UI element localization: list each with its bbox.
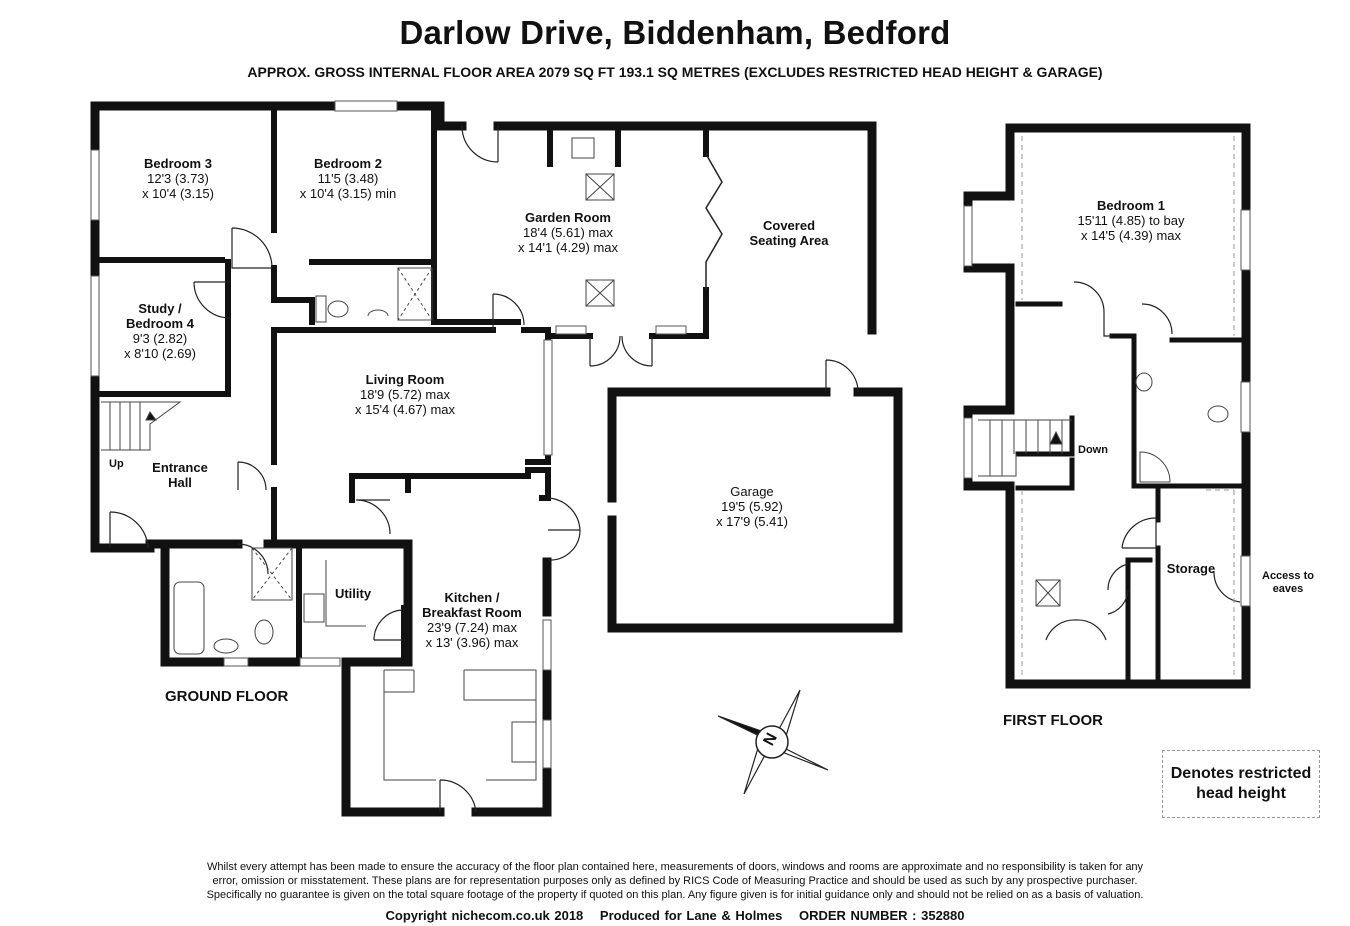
room-bedroom-3: Bedroom 3 12'3 (3.73) x 10'4 (3.15) xyxy=(142,156,214,201)
compass-rose xyxy=(717,689,829,795)
stairs-up-label: Up xyxy=(109,458,124,470)
room-covered-seating-area: Covered Seating Area xyxy=(749,218,829,248)
room-utility: Utility xyxy=(334,586,372,601)
copyright-line: Copyright nichecom.co.uk 2018 Produced f… xyxy=(0,908,1350,923)
floor-area-subtitle: APPROX. GROSS INTERNAL FLOOR AREA 2079 S… xyxy=(247,64,1103,80)
room-garden-room: Garden Room 18'4 (5.61) max x 14'1 (4.29… xyxy=(517,210,619,255)
room-bedroom-1: Bedroom 1 15'11 (4.85) to bay x 14'5 (4.… xyxy=(1077,198,1185,243)
room-study-bedroom-4: Study / Bedroom 4 9'3 (2.82) x 8'10 (2.6… xyxy=(124,301,196,361)
restricted-head-height-legend: Denotes restricted head height xyxy=(1162,750,1320,818)
plan-title: Darlow Drive, Biddenham, Bedford xyxy=(399,14,951,51)
room-garage: Garage 19'5 (5.92) x 17'9 (5.41) xyxy=(716,484,788,529)
legend-line-1: Denotes restricted xyxy=(1170,765,1312,782)
room-kitchen-breakfast: Kitchen / Breakfast Room 23'9 (7.24) max… xyxy=(422,590,522,650)
room-living-room: Living Room 18'9 (5.72) max x 15'4 (4.67… xyxy=(354,372,456,417)
order-number-text: ORDER NUMBER : 352880 xyxy=(798,908,965,923)
garage-walls xyxy=(607,387,903,633)
room-entrance-hall: Entrance Hall xyxy=(152,460,208,490)
ground-floor-label: GROUND FLOOR xyxy=(165,688,289,705)
stairs-down-label: Down xyxy=(1078,444,1108,456)
room-storage: Storage xyxy=(1166,561,1216,576)
first-floor-walls xyxy=(963,123,1251,689)
first-floor-label: FIRST FLOOR xyxy=(1003,712,1103,729)
copyright-text: Copyright nichecom.co.uk 2018 xyxy=(385,908,584,923)
room-bedroom-2: Bedroom 2 11'5 (3.48) x 10'4 (3.15) min xyxy=(299,156,397,201)
disclaimer: Whilst every attempt has been made to en… xyxy=(206,861,1144,901)
first-floor-inner-walls xyxy=(1015,301,1243,681)
ground-floor-walls xyxy=(90,101,877,817)
produced-for-text: Produced for Lane & Holmes xyxy=(599,908,783,923)
legend-line-2: head height xyxy=(1196,785,1286,802)
